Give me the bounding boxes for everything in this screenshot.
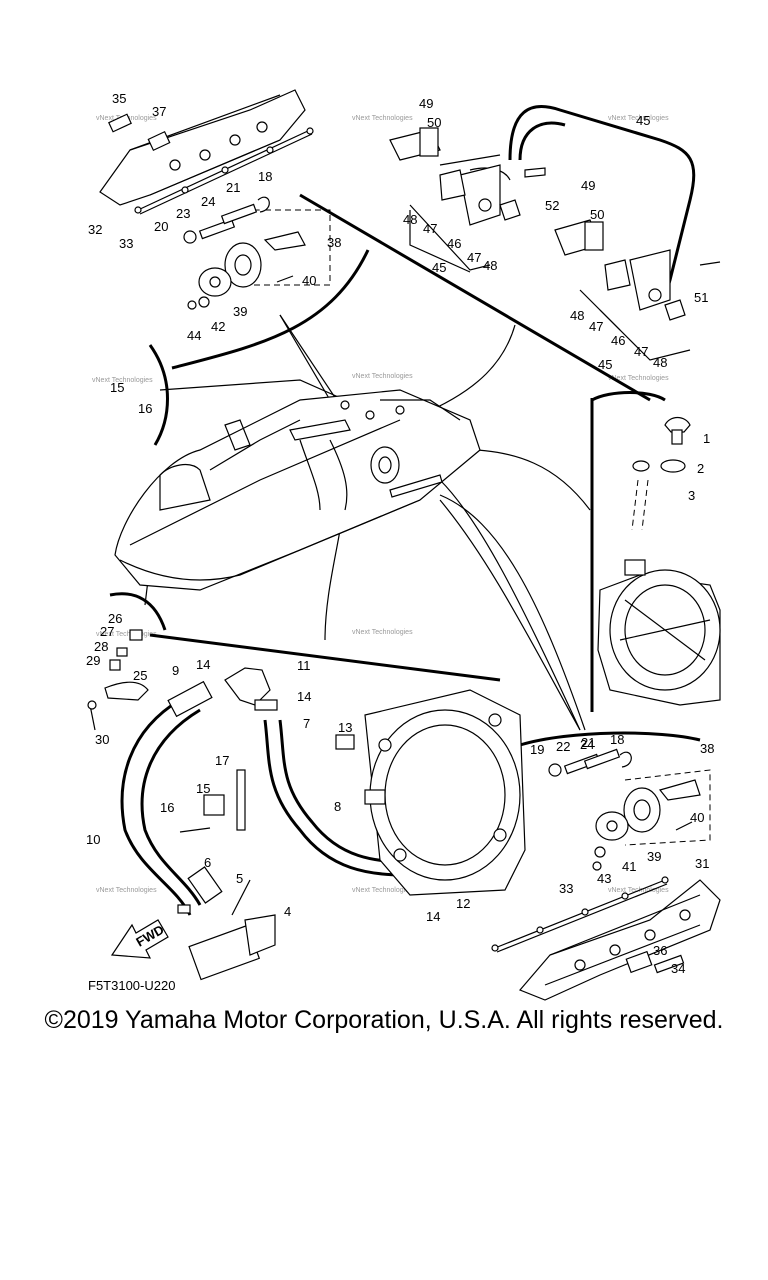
part-number-label: 6: [204, 855, 211, 870]
part-number-label: 15: [196, 781, 210, 796]
watermark: vNext Technologies: [352, 629, 413, 636]
part-number-label: 24: [580, 737, 594, 752]
copyright-notice: ©2019 Yamaha Motor Corporation, U.S.A. A…: [44, 1006, 724, 1034]
part-number-label: 37: [152, 104, 166, 119]
part-number-label: 17: [215, 753, 229, 768]
part-number-label: 45: [636, 113, 650, 128]
part-number-label: 31: [695, 856, 709, 871]
left-fitting-group: [183, 196, 331, 310]
part-number-label: 25: [133, 668, 147, 683]
right-grab-handle-group: [491, 876, 721, 1001]
part-number-label: 3: [688, 488, 695, 503]
part-number-label: 45: [432, 260, 446, 275]
part-number-label: 32: [88, 222, 102, 237]
part-number-label: 24: [201, 194, 215, 209]
part-number-label: 40: [690, 810, 704, 825]
part-number-label: 22: [556, 739, 570, 754]
part-number-label: 26: [108, 611, 122, 626]
part-number-label: 41: [622, 859, 636, 874]
part-number-label: 48: [653, 355, 667, 370]
part-number-label: 18: [610, 732, 624, 747]
part-number-label: 4: [284, 904, 291, 919]
watermark: vNext Technologies: [352, 115, 413, 122]
part-number-label: 47: [423, 221, 437, 236]
part-number-label: 12: [456, 896, 470, 911]
part-number-label: 19: [530, 742, 544, 757]
part-number-label: 43: [597, 871, 611, 886]
part-number-label: 16: [138, 401, 152, 416]
part-number-label: 42: [211, 319, 225, 334]
watermark: vNext Technologies: [352, 373, 413, 380]
part-number-label: 52: [545, 198, 559, 213]
part-number-label: 8: [334, 799, 341, 814]
part-number-label: 13: [338, 720, 352, 735]
watercraft-hull: [114, 389, 481, 591]
part-number-label: 28: [94, 639, 108, 654]
part-labels: 1 2 3 4 5 6 7 8 9 10 11 12 13 14 14 14 1…: [86, 91, 714, 993]
part-number-label: 48: [403, 212, 417, 227]
part-number-label: 47: [589, 319, 603, 334]
part-number-label: 46: [611, 333, 625, 348]
part-number-label: 16: [160, 800, 174, 815]
part-number-label: 49: [419, 96, 433, 111]
part-number-label: 48: [570, 308, 584, 323]
part-number-label: 35: [112, 91, 126, 106]
part-number-label: 36: [653, 943, 667, 958]
part-number-label: 29: [86, 653, 100, 668]
part-number-label: 2: [697, 461, 704, 476]
part-number-label: 14: [297, 689, 311, 704]
watermark: vNext Technologies: [96, 887, 157, 894]
part-number-label: 5: [236, 871, 243, 886]
part-number-label: 47: [467, 250, 481, 265]
part-number-label: 48: [483, 258, 497, 273]
part-number-label: 11: [297, 658, 311, 673]
watermark: vNext Technologies: [608, 375, 669, 382]
part-number-label: 49: [581, 178, 595, 193]
part-number-label: 45: [598, 357, 612, 372]
part-number-label: 9: [172, 663, 179, 678]
watermark: vNext Technologies: [608, 115, 669, 122]
part-number-label: 50: [427, 115, 441, 130]
jet-nozzle-group: [597, 416, 721, 706]
part-number-label: 47: [634, 344, 648, 359]
part-number-label: 15: [110, 380, 124, 395]
part-number-label: 39: [647, 849, 661, 864]
part-number-label: 50: [590, 207, 604, 222]
part-number-label: 33: [119, 236, 133, 251]
callout-lines: [109, 193, 701, 747]
fwd-arrow: FWD: [110, 919, 169, 959]
part-number-label: 10: [86, 832, 100, 847]
part-number-label: 33: [559, 881, 573, 896]
watermark: vNext Technologies: [96, 631, 157, 638]
part-number-label: 38: [700, 741, 714, 756]
part-number-label: 38: [327, 235, 341, 250]
left-grab-handle-group: [99, 89, 314, 215]
part-number-label: 34: [671, 961, 685, 976]
part-number-label: 14: [196, 657, 210, 672]
diagram-code-label: F5T3100-U220: [88, 978, 175, 993]
part-number-label: 18: [258, 169, 272, 184]
part-number-label: 14: [426, 909, 440, 924]
part-number-label: 51: [694, 290, 708, 305]
right-fitting-group: [548, 748, 711, 871]
part-number-label: 46: [447, 236, 461, 251]
part-number-label: 21: [581, 735, 595, 750]
watermark: vNext Technologies: [92, 377, 153, 384]
part-number-label: 39: [233, 304, 247, 319]
part-number-label: 21: [226, 180, 240, 195]
part-number-label: 23: [176, 206, 190, 221]
part-number-label: 44: [187, 328, 201, 343]
part-number-label: 7: [303, 716, 310, 731]
part-number-label: 30: [95, 732, 109, 747]
part-number-label: 40: [302, 273, 316, 288]
part-number-label: 20: [154, 219, 168, 234]
pump-housing: [364, 689, 526, 896]
part-number-label: 27: [100, 624, 114, 639]
watermark: vNext Technologies: [352, 887, 413, 894]
boarding-step-group: [389, 105, 721, 361]
part-number-label: 1: [703, 431, 710, 446]
